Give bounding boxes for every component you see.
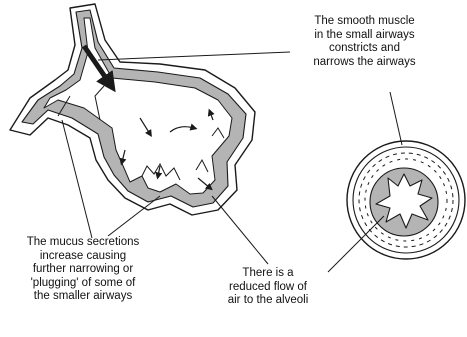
- caption-line: reduced flow of: [208, 281, 328, 295]
- caption-line: narrows the airways: [272, 56, 457, 70]
- leader-line-flow-airway: [212, 196, 268, 264]
- leader-line-muscle-airway: [98, 52, 290, 60]
- caption-line: increase causing: [2, 250, 164, 264]
- mucus-caption: The mucus secretions increase causing fu…: [2, 236, 164, 304]
- caption-line: further narrowing or: [2, 263, 164, 277]
- caption-line: constricts and: [272, 42, 457, 56]
- airway-with-alveoli: [10, 4, 255, 215]
- leader-line-muscle-section: [390, 92, 402, 145]
- caption-line: in the small airways: [272, 29, 457, 43]
- leader-line-mucus-1: [62, 120, 92, 238]
- caption-line: There is a: [208, 267, 328, 281]
- caption-line: The mucus secretions: [2, 236, 164, 250]
- caption-line: 'plugging' of some of: [2, 277, 164, 291]
- caption-line: the smaller airways: [2, 290, 164, 304]
- caption-line: The smooth muscle: [272, 15, 457, 29]
- caption-line: air to the alveoli: [208, 294, 328, 308]
- smooth-muscle-caption: The smooth muscle in the small airways c…: [272, 15, 457, 69]
- airway-cross-section: [347, 141, 465, 259]
- airflow-caption: There is a reduced flow of air to the al…: [208, 267, 328, 308]
